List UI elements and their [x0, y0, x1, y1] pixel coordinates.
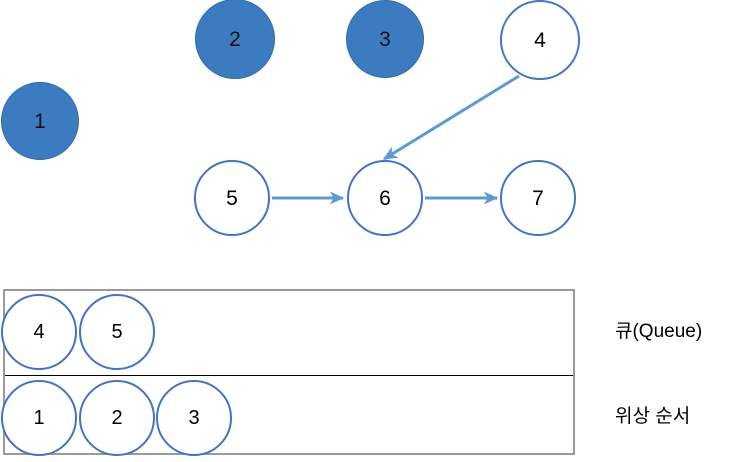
graph-node-2[interactable]: 2	[195, 0, 275, 79]
queue-item-label: 4	[33, 321, 45, 343]
graph-node-4[interactable]: 4	[500, 0, 580, 80]
graph-node-6[interactable]: 6	[347, 160, 423, 236]
queue-row-label: 큐(Queue)	[615, 321, 703, 342]
graph-node-label: 1	[34, 109, 46, 133]
table-row-divider	[5, 375, 573, 376]
graph-node-label: 6	[379, 186, 391, 210]
queue-table	[3, 289, 575, 455]
topological-order-item-2[interactable]: 2	[79, 380, 155, 456]
topological-order-item-label: 2	[111, 407, 123, 429]
graph-node-label: 7	[532, 186, 544, 210]
topological-order-row-label: 위상 순서	[615, 406, 691, 427]
graph-node-label: 2	[229, 27, 241, 51]
queue-item-label: 5	[111, 321, 123, 343]
graph-node-1[interactable]: 1	[1, 82, 79, 160]
topological-order-item-1[interactable]: 1	[1, 380, 77, 456]
queue-item-5[interactable]: 5	[79, 294, 155, 370]
graph-node-label: 5	[226, 186, 238, 210]
topological-order-item-3[interactable]: 3	[156, 380, 232, 456]
graph-node-3[interactable]: 3	[346, 0, 424, 78]
graph-edge-4-to-6	[382, 74, 520, 161]
topological-order-item-label: 3	[188, 407, 200, 429]
queue-item-4[interactable]: 4	[1, 294, 77, 370]
graph-node-label: 3	[379, 27, 391, 51]
graph-node-7[interactable]: 7	[500, 160, 576, 236]
topological-order-item-label: 1	[33, 407, 45, 429]
graph-node-5[interactable]: 5	[194, 160, 270, 236]
graph-node-label: 4	[534, 28, 546, 52]
